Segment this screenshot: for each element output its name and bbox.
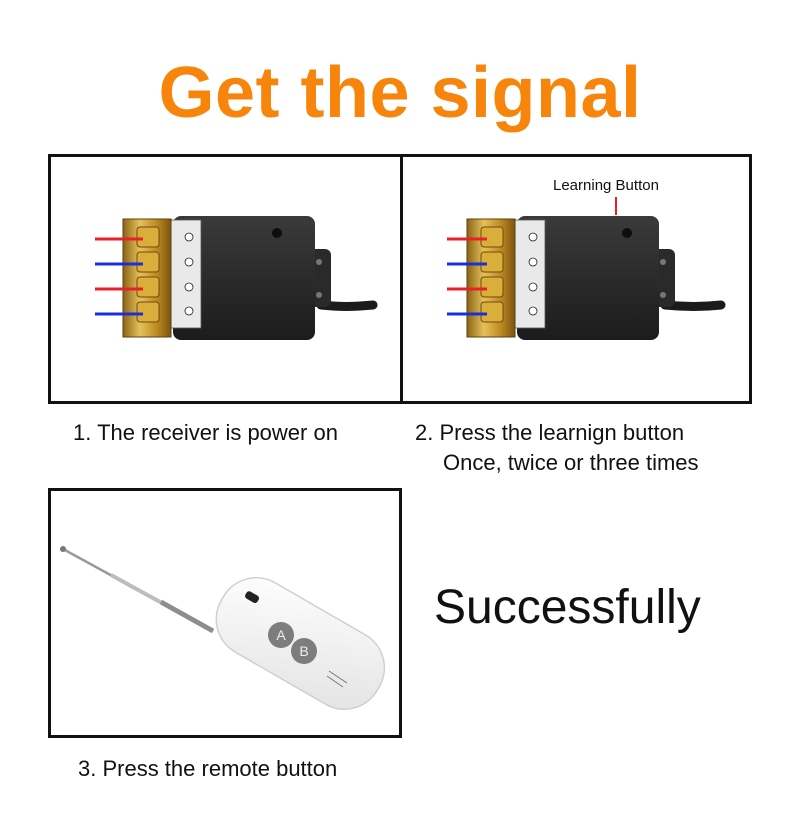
step2-caption-line1: 2. Press the learnign button [415,420,685,445]
step2-caption-line2: Once, twice or three times [443,450,699,475]
learning-button-label: Learning Button [553,177,659,194]
step3-panel: A B [48,488,402,738]
step1-caption: 1. The receiver is power on [73,420,338,445]
step2-panel [400,154,752,404]
step3-caption: 3. Press the remote button [78,756,338,781]
page-title: Get the signal [158,53,642,133]
result-text: Successfully [434,581,701,634]
remote-button-a: A [276,627,286,643]
receiver-module-image [95,216,378,340]
remote-button-b: B [299,643,308,659]
receiver-module-image [447,197,726,340]
remote-control-image: A B [60,546,386,710]
step1-panel [48,154,403,404]
